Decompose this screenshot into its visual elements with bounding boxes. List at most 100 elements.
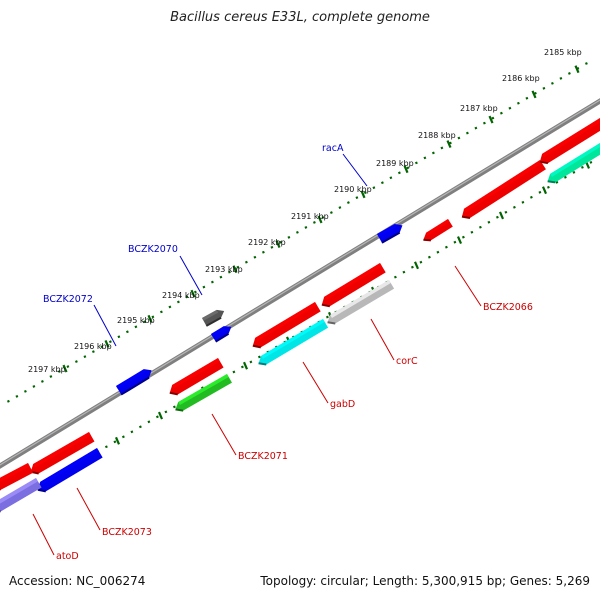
gene-body <box>169 358 224 395</box>
gene-BCZK2065[interactable] <box>461 160 546 220</box>
minor-tick <box>397 171 401 175</box>
minor-tick <box>257 355 261 359</box>
major-tick <box>360 190 366 199</box>
minor-tick <box>142 320 146 324</box>
minor-tick <box>155 415 159 419</box>
gene-BCZK2072[interactable] <box>116 369 152 396</box>
major-tick <box>104 340 110 348</box>
minor-tick <box>159 310 163 314</box>
gene-body <box>202 309 225 326</box>
minor-tick <box>482 121 486 125</box>
minor-tick <box>100 345 104 349</box>
gene-gabD-cog[interactable] <box>258 319 329 366</box>
gene-corC[interactable] <box>321 263 386 308</box>
minor-tick <box>236 265 240 269</box>
minor-tick <box>312 221 316 224</box>
genome-backbone <box>0 98 600 469</box>
gene-shadow <box>321 303 331 308</box>
kbp-tick-label: 2188 kbp <box>418 131 456 140</box>
minor-tick <box>533 91 537 95</box>
minor-tick <box>495 215 499 219</box>
gene-BCZK2071[interactable] <box>169 358 224 396</box>
gene-shadow <box>205 316 222 327</box>
minor-tick <box>414 161 418 165</box>
minor-tick <box>176 300 180 304</box>
minor-tick <box>287 235 291 239</box>
gene-BCZK2066[interactable] <box>423 219 453 242</box>
minor-tick <box>23 389 27 393</box>
minor-tick <box>580 165 584 169</box>
minor-tick <box>108 340 112 344</box>
minor-tick <box>57 370 61 373</box>
gene-body <box>321 263 386 307</box>
minor-tick <box>499 111 503 115</box>
minor-tick <box>461 235 465 239</box>
gene-gabD[interactable] <box>252 302 321 349</box>
minor-tick <box>130 430 134 434</box>
genome-summary-text: Topology: circular; Length: 5,300,915 bp… <box>260 574 590 588</box>
minor-tick <box>508 106 512 110</box>
minor-tick <box>393 275 397 279</box>
gene-corC-cog[interactable] <box>327 280 395 325</box>
gene-racA[interactable] <box>377 223 403 244</box>
accession-text: Accession: NC_006274 <box>9 574 146 588</box>
major-tick <box>62 364 68 373</box>
minor-tick <box>516 101 520 105</box>
major-tick <box>488 115 494 124</box>
gene-BCZK2065-cog[interactable] <box>547 143 600 184</box>
gene-BCZK2073-cog[interactable] <box>37 448 103 493</box>
gene-body <box>461 160 546 219</box>
minor-tick <box>210 280 214 284</box>
minor-tick <box>147 420 151 424</box>
gene-BCZK2070-grey[interactable] <box>202 309 225 327</box>
minor-tick <box>372 186 376 190</box>
minor-tick <box>559 76 563 80</box>
gene-atoD-cog[interactable] <box>0 478 42 513</box>
gene-shadow <box>169 391 178 396</box>
gene-BCZK2064[interactable] <box>539 118 600 165</box>
major-tick <box>446 140 452 148</box>
minor-tick <box>91 350 95 354</box>
gene-BCZK2070[interactable] <box>211 326 232 343</box>
minor-tick <box>172 405 176 409</box>
gene-highlight <box>330 280 391 318</box>
minor-tick <box>185 295 189 299</box>
minor-tick <box>521 200 525 204</box>
gene-shadow <box>327 321 336 325</box>
minor-tick <box>346 201 350 205</box>
minor-tick <box>512 205 516 209</box>
minor-tick <box>151 315 155 319</box>
minor-tick <box>410 265 414 269</box>
minor-tick <box>249 360 253 364</box>
minor-tick <box>478 225 482 229</box>
minor-tick <box>117 335 121 339</box>
minor-tick <box>15 394 19 398</box>
gene-BCZK2071-cog[interactable] <box>175 374 232 412</box>
gene-shadow <box>37 488 46 493</box>
minor-tick <box>138 425 142 429</box>
gene-highlight <box>40 448 99 486</box>
major-tick <box>147 314 153 323</box>
minor-tick <box>474 126 478 130</box>
minor-tick <box>355 196 359 200</box>
gene-atoD[interactable] <box>0 463 34 491</box>
minor-tick <box>121 435 125 439</box>
label-leader-line <box>93 304 117 347</box>
minor-tick <box>253 255 257 259</box>
gene-body <box>377 223 403 243</box>
minor-tick <box>389 176 393 180</box>
minor-tick <box>423 156 427 160</box>
minor-tick <box>219 275 223 279</box>
major-tick <box>232 265 238 274</box>
minor-tick <box>550 81 554 85</box>
gene-label-bczk2071: BCZK2071 <box>238 451 288 462</box>
gene-shadow <box>381 231 401 244</box>
minor-tick <box>325 315 329 319</box>
minor-tick <box>232 370 236 374</box>
minor-tick <box>453 240 457 244</box>
gene-label-atod: atoD <box>56 551 79 562</box>
gene-shadow <box>539 160 549 165</box>
minor-tick <box>295 230 299 234</box>
